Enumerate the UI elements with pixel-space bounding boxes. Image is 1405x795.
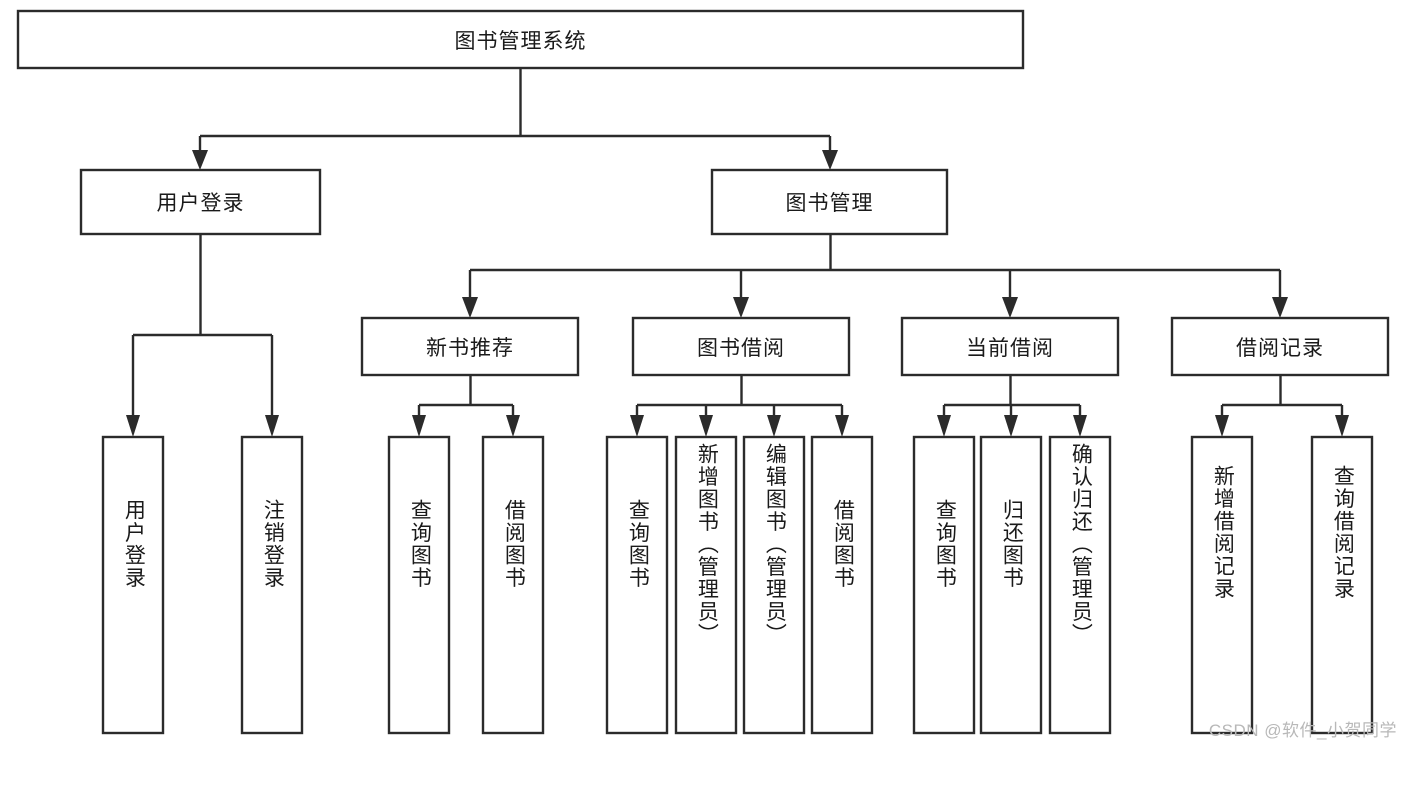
arrow-to-leaf-edit-book (767, 415, 781, 437)
arrow-root-to-book-manage (822, 150, 838, 170)
node-box-leaf-query-book-1[interactable] (387, 435, 451, 735)
node-box-leaf-edit-book[interactable] (742, 435, 806, 735)
node-box-leaf-user-login[interactable] (101, 435, 165, 735)
node-box-leaf-return-book[interactable] (979, 435, 1043, 735)
tree-diagram-svg (16, 9, 1390, 735)
node-box-leaf-query-record[interactable] (1310, 435, 1374, 735)
node-box-book-borrow[interactable] (631, 316, 851, 377)
node-box-leaf-query-book-2[interactable] (605, 435, 669, 735)
node-box-leaf-query-book-3[interactable] (912, 435, 976, 735)
node-box-new-book-rec[interactable] (360, 316, 580, 377)
arrow-to-leaf-query-record (1335, 415, 1349, 437)
arrow-to-leaf-borrow-book-1 (506, 415, 520, 437)
node-box-borrow-record[interactable] (1170, 316, 1390, 377)
node-box-user-login[interactable] (79, 168, 322, 236)
arrow-to-leaf-user-login (126, 415, 140, 437)
arrow-to-leaf-query-book-3 (937, 415, 951, 437)
node-box-current-borrow[interactable] (900, 316, 1120, 377)
node-box-leaf-confirm-return[interactable] (1048, 435, 1112, 735)
arrow-to-leaf-query-book-1 (412, 415, 426, 437)
arrow-to-leaf-add-book (699, 415, 713, 437)
arrow-to-leaf-query-book-2 (630, 415, 644, 437)
arrow-to-book-borrow (733, 297, 749, 318)
arrow-to-leaf-borrow-book-2 (835, 415, 849, 437)
arrow-root-to-user-login (192, 150, 208, 170)
node-box-leaf-borrow-book-1[interactable] (481, 435, 545, 735)
arrow-to-borrow-record (1272, 297, 1288, 318)
node-box-leaf-borrow-book-2[interactable] (810, 435, 874, 735)
node-box-root[interactable] (16, 9, 1025, 70)
arrow-to-leaf-return-book (1004, 415, 1018, 437)
node-box-leaf-add-book[interactable] (674, 435, 738, 735)
diagram-canvas: 图书管理系统 用户登录 图书管理 新书推荐 图书借阅 当前借阅 借阅记录 用户登… (16, 9, 1396, 740)
node-box-book-manage[interactable] (710, 168, 949, 236)
arrow-to-leaf-add-record (1215, 415, 1229, 437)
arrow-to-leaf-confirm-return (1073, 415, 1087, 437)
arrow-to-current-borrow (1002, 297, 1018, 318)
connector-layer (126, 68, 1349, 437)
arrow-to-leaf-user-logout (265, 415, 279, 437)
node-box-leaf-add-record[interactable] (1190, 435, 1254, 735)
node-box-layer (16, 9, 1390, 735)
node-box-leaf-user-logout[interactable] (240, 435, 304, 735)
arrow-to-new-book-rec (462, 297, 478, 318)
